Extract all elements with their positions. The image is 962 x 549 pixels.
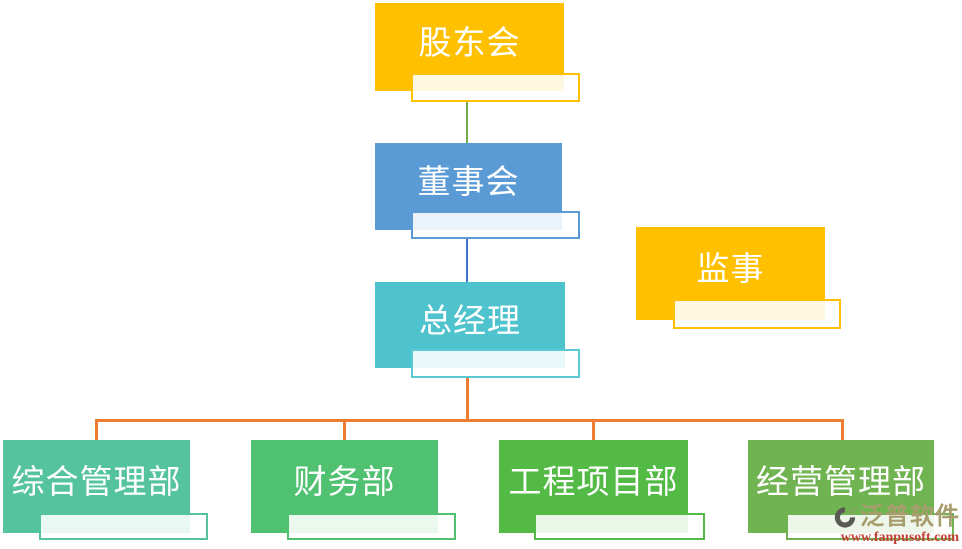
- org-node-label: 工程项目部: [508, 463, 679, 500]
- connector-board-gm: [466, 239, 468, 282]
- org-node-label: 经营管理部: [756, 463, 926, 500]
- org-node-finance-dept-subbox: [287, 513, 456, 540]
- org-node-operations-management-dept-subbox: [786, 513, 954, 540]
- org-node-label: 综合管理部: [11, 463, 182, 500]
- org-node-label: 董事会: [417, 163, 520, 200]
- watermark: 泛普软件 www.fanpusoft.com: [832, 504, 962, 545]
- org-node-supervisor-subbox: [673, 299, 841, 329]
- watermark-url-text: www.fanpusoft.com: [840, 529, 959, 545]
- org-node-engineering-project-dept-subbox: [534, 513, 705, 540]
- connector-drop-operations: [841, 419, 844, 440]
- org-node-shareholders-meeting-subbox: [411, 73, 580, 102]
- connector-drop-general-admin: [95, 419, 98, 440]
- connector-shareholders-board: [466, 102, 468, 143]
- org-node-label: 股东会: [418, 23, 521, 61]
- org-node-label: 监事: [696, 250, 765, 287]
- org-node-general-manager[interactable]: 总经理: [375, 282, 565, 368]
- connector-drop-engineering: [592, 419, 595, 440]
- org-node-label: 财务部: [293, 463, 396, 500]
- fanpu-logo-icon: [832, 504, 858, 530]
- org-node-general-admin-dept-subbox: [39, 513, 208, 540]
- org-node-general-manager-subbox: [411, 349, 580, 378]
- org-node-board-of-directors-subbox: [411, 211, 580, 239]
- connector-depts-horizontal: [95, 419, 844, 422]
- connector-gm-stem: [466, 378, 469, 420]
- watermark-brand-text: 泛普软件: [860, 503, 960, 530]
- org-node-label: 总经理: [419, 301, 521, 339]
- connector-drop-finance: [343, 419, 346, 440]
